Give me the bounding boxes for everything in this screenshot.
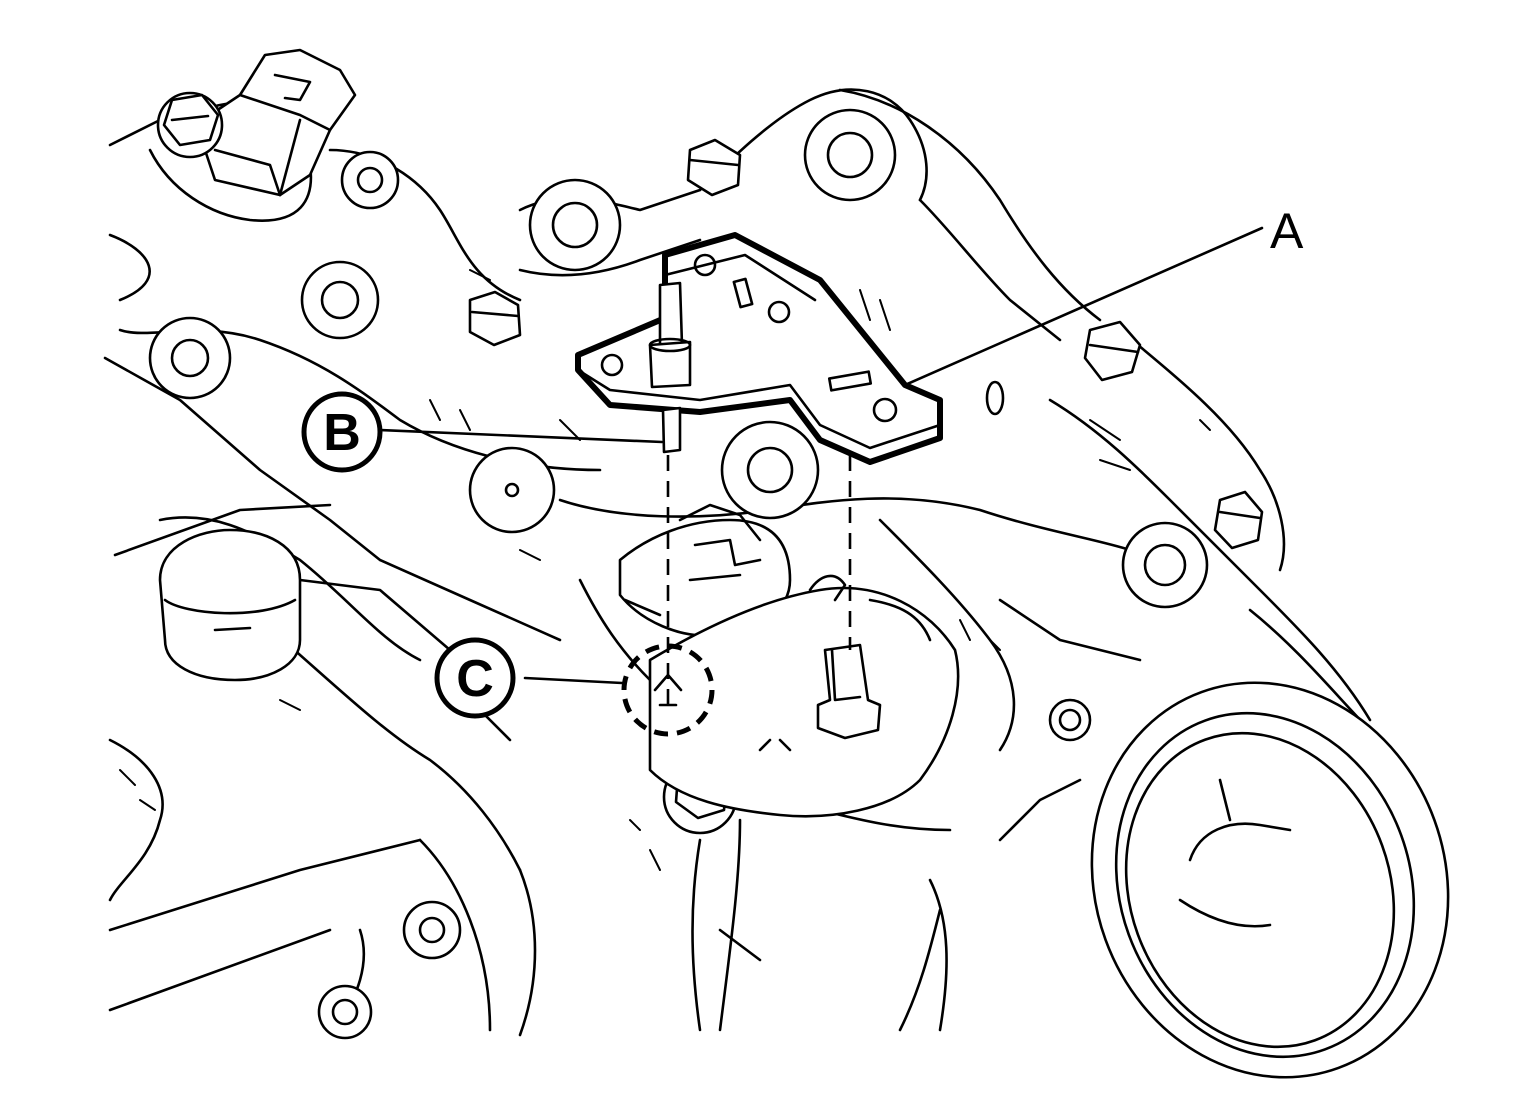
mounting-pad	[648, 574, 960, 818]
dashed-marker-circle	[621, 643, 715, 737]
alignment-lines	[666, 455, 852, 710]
bolt-right-middle	[1213, 490, 1264, 550]
round-cap	[158, 528, 302, 682]
bracket-plate-part-a	[575, 232, 943, 465]
sensor-pin	[816, 643, 882, 740]
top-connector	[203, 48, 357, 197]
callout-b: B	[301, 391, 383, 473]
bolt-upper-center-left	[468, 290, 522, 347]
callout-c-label: C	[456, 650, 494, 708]
callout-a-label: A	[1270, 203, 1304, 259]
bolt-top-center	[686, 138, 742, 197]
bolt-right-upper	[1083, 320, 1142, 382]
bolt-hole-bosses	[148, 108, 1209, 1040]
bolt-top-left	[156, 91, 224, 159]
leader-lines	[378, 226, 1264, 685]
callout-a: A	[1270, 203, 1304, 259]
callout-b-label: B	[323, 404, 361, 462]
round-housing	[1090, 681, 1450, 1079]
callout-c: C	[434, 637, 516, 719]
center-connector	[618, 503, 792, 638]
